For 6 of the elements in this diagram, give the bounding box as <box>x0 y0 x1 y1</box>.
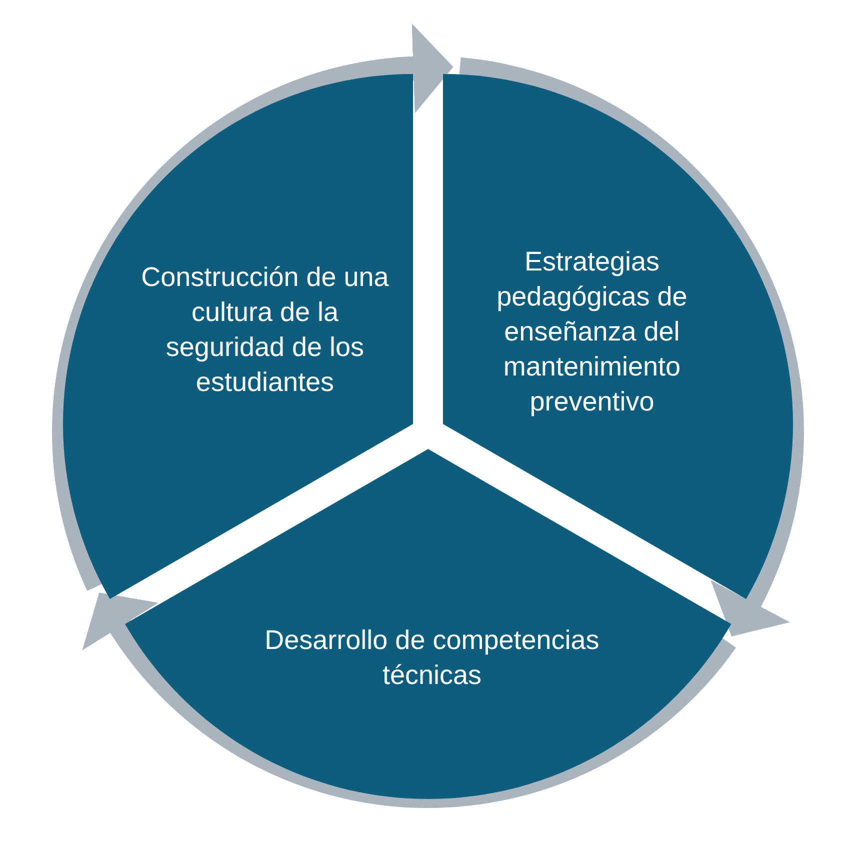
segment-label: Desarrollo de competencias técnicas <box>264 624 600 692</box>
cycle-arrow <box>84 594 736 808</box>
cycle-arrow <box>458 58 804 638</box>
segment-label: Construcción de una cultura de la seguridad de los estudiantes <box>140 261 390 399</box>
cycle-arrow <box>52 24 454 590</box>
segment-label: Estrategias pedagógicas de enseñanza del mantenimiento preventivo <box>496 246 688 418</box>
